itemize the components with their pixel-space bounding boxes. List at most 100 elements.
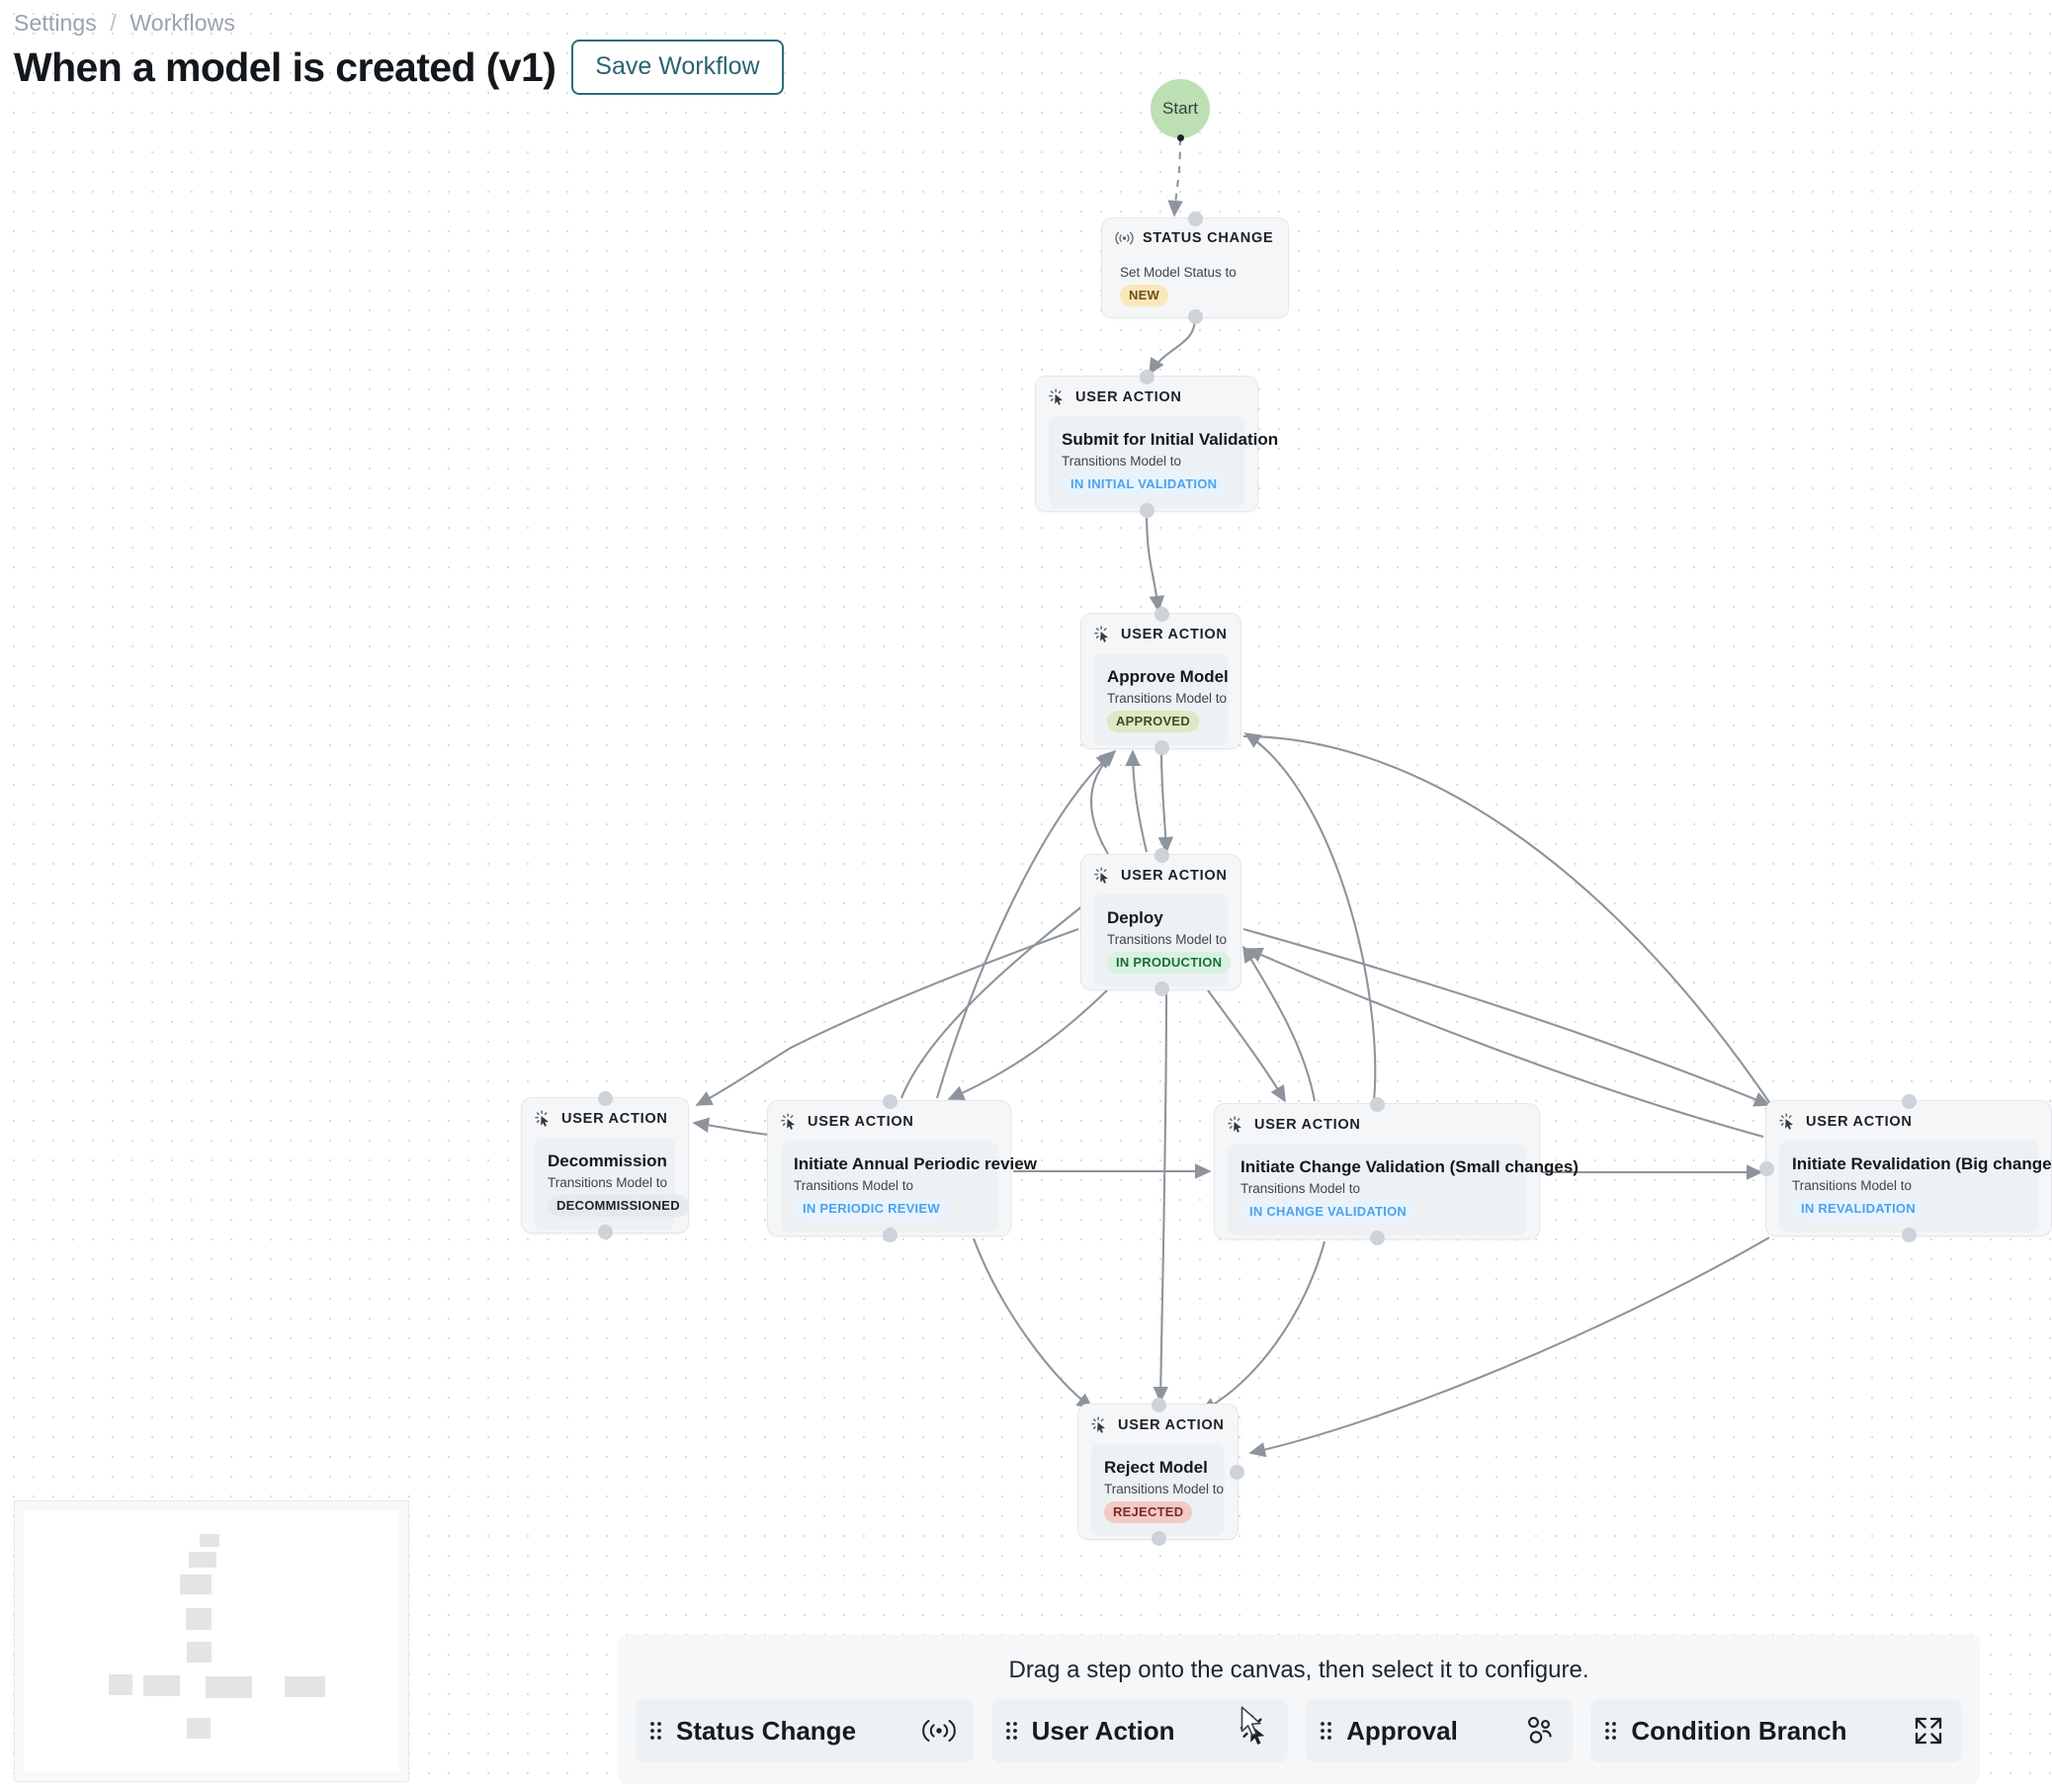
node-body: Initiate Annual Periodic review Transiti… [768, 1131, 1037, 1245]
palette-item-user-action[interactable]: User Action [990, 1699, 1289, 1762]
title-row: When a model is created (v1) Save Workfl… [14, 40, 784, 95]
palette-item-status-change[interactable]: Status Change [636, 1699, 974, 1762]
breadcrumb-item-workflows[interactable]: Workflows [129, 10, 235, 36]
node-inner-card: Decommission Transitions Model to DECOMM… [535, 1138, 689, 1230]
start-node[interactable]: Start [1151, 79, 1210, 141]
node-kind-label: USER ACTION [1118, 1417, 1225, 1433]
node-kind-label: USER ACTION [561, 1111, 668, 1127]
node-header: USER ACTION [768, 1101, 1010, 1131]
node-target-handle[interactable] [1370, 1097, 1385, 1112]
breadcrumb-item-settings[interactable]: Settings [14, 10, 97, 36]
click-cursor-icon [1240, 1715, 1265, 1745]
palette-item-label: User Action [1031, 1716, 1175, 1746]
status-badge: IN PERIODIC REVIEW [794, 1198, 949, 1220]
node-decommission[interactable]: USER ACTION Decommission Transitions Mod… [521, 1091, 689, 1239]
palette-item-label: Approval [1346, 1716, 1458, 1746]
edge-deploy-to-reject [1153, 989, 1169, 1404]
node-title: Decommission [548, 1152, 667, 1170]
node-source-handle[interactable] [1151, 1531, 1166, 1546]
node-target-handle[interactable] [1154, 607, 1169, 622]
minimap[interactable] [14, 1500, 409, 1782]
start-node-label: Start [1162, 99, 1198, 118]
minimap-viewport[interactable] [24, 1510, 399, 1772]
minimap-node [206, 1676, 252, 1698]
node-inner-card: Reject Model Transitions Model to REJECT… [1091, 1444, 1225, 1536]
node-subtitle: Transitions Model to [1062, 454, 1182, 469]
page-header: Settings / Workflows When a model is cre… [0, 0, 784, 95]
node-kind-label: USER ACTION [1806, 1114, 1913, 1130]
minimap-node [109, 1674, 132, 1695]
node-source-handle[interactable] [1902, 1228, 1917, 1242]
click-cursor-icon [1228, 1116, 1241, 1133]
node-subtitle: Transitions Model to [794, 1178, 914, 1193]
drag-handle-icon[interactable] [1320, 1720, 1332, 1742]
node-source-handle[interactable] [598, 1225, 613, 1239]
node-target-handle[interactable] [1902, 1094, 1917, 1109]
node-reject-model[interactable]: USER ACTION Reject Model Transitions Mod… [1077, 1398, 1244, 1546]
expand-arrows-icon [1915, 1717, 1942, 1745]
node-inner-card: Deploy Transitions Model to IN PRODUCTIO… [1094, 895, 1232, 986]
minimap-node [285, 1676, 325, 1697]
edge-deploy-to-approve [1125, 749, 1149, 853]
drag-handle-icon[interactable] [1005, 1720, 1018, 1742]
node-initiate-annual-periodic-review[interactable]: USER ACTION Initiate Annual Periodic rev… [767, 1094, 1037, 1242]
node-source-handle[interactable] [1154, 740, 1169, 755]
node-inner-card: Initiate Change Validation (Small change… [1228, 1144, 1579, 1236]
node-body: Approve Model Transitions Model to APPRO… [1081, 643, 1240, 758]
node-body: Reject Model Transitions Model to REJECT… [1078, 1434, 1238, 1549]
node-source-handle[interactable] [1154, 981, 1169, 996]
node-source-handle[interactable] [1370, 1231, 1385, 1245]
edge-change-validation-to-deploy [1242, 945, 1317, 1102]
node-approve-model[interactable]: USER ACTION Approve Model Transitions Mo… [1080, 607, 1241, 755]
save-workflow-button[interactable]: Save Workflow [571, 40, 784, 95]
node-left-handle[interactable] [1759, 1161, 1774, 1176]
status-badge: DECOMMISSIONED [548, 1195, 689, 1217]
node-title: Initiate Revalidation (Big changes) [1792, 1154, 2052, 1173]
palette-item-condition-branch[interactable]: Condition Branch [1590, 1699, 1963, 1762]
node-target-handle[interactable] [882, 1094, 898, 1109]
edge-status-change-to-submit [1149, 317, 1197, 376]
node-initiate-change-validation[interactable]: USER ACTION Initiate Change Validation (… [1214, 1097, 1579, 1245]
drag-handle-icon[interactable] [1604, 1720, 1617, 1742]
edge-start-to-status-change [1167, 137, 1183, 217]
node-status-change[interactable]: STATUS CHANGE Set Model Status to NEW [1101, 212, 1289, 324]
start-node-source-handle[interactable] [1177, 134, 1184, 141]
node-target-handle[interactable] [1140, 370, 1154, 384]
node-title: Deploy [1107, 908, 1163, 927]
node-target-handle[interactable] [1151, 1398, 1166, 1412]
node-right-handle[interactable] [1230, 1465, 1244, 1480]
node-submit-for-initial-validation[interactable]: USER ACTION Submit for Initial Validatio… [1035, 370, 1278, 518]
node-source-handle[interactable] [882, 1228, 898, 1242]
node-initiate-revalidation[interactable]: USER ACTION Initiate Revalidation (Big c… [1759, 1094, 2052, 1242]
click-cursor-icon [1049, 388, 1063, 405]
palette-items: Status Change User Action [636, 1699, 1963, 1762]
people-icon [1528, 1717, 1553, 1744]
node-source-handle[interactable] [1188, 309, 1203, 324]
breadcrumb: Settings / Workflows [14, 8, 784, 38]
node-target-handle[interactable] [1154, 848, 1169, 863]
node-inner-card: Initiate Annual Periodic review Transiti… [781, 1141, 1037, 1233]
edge-deploy-to-decommission [695, 928, 1079, 1106]
edge-approve-to-deploy [1157, 748, 1174, 854]
node-kind-label: USER ACTION [1121, 627, 1228, 642]
node-target-handle[interactable] [1188, 212, 1203, 226]
palette-hint: Drag a step onto the canvas, then select… [1008, 1657, 1589, 1683]
drag-handle-icon[interactable] [649, 1720, 662, 1742]
minimap-node [187, 1718, 211, 1739]
node-title: Approve Model [1107, 667, 1229, 686]
palette-item-approval[interactable]: Approval [1306, 1699, 1574, 1762]
edge-change-validation-to-approve [1243, 732, 1377, 1102]
click-cursor-icon [781, 1113, 795, 1130]
edge-deploy-to-change-validation [1207, 989, 1286, 1103]
edge-approve-to-revalidation [1242, 734, 1780, 1119]
node-body: Initiate Revalidation (Big changes) Tran… [1766, 1131, 2052, 1245]
broadcast-icon [1115, 231, 1134, 245]
node-title: Initiate Annual Periodic review [794, 1154, 1037, 1173]
node-target-handle[interactable] [598, 1091, 613, 1106]
node-deploy[interactable]: USER ACTION Deploy Transitions Model to … [1080, 848, 1241, 996]
edge-periodic-review-to-decommission [692, 1117, 770, 1137]
node-source-handle[interactable] [1140, 503, 1154, 518]
node-kind-label: USER ACTION [808, 1114, 914, 1130]
